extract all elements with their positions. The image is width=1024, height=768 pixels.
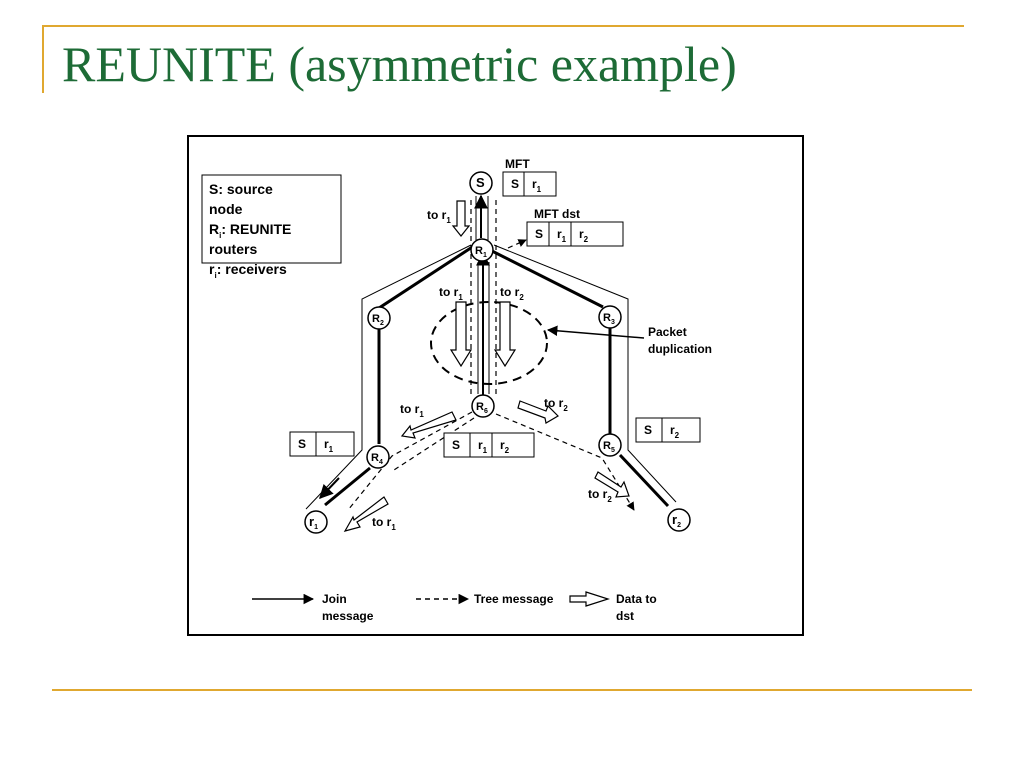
node-label-r1: R1 [475,245,487,259]
packet-duplication-label-2: duplication [648,342,712,356]
to-label-r6-right: to r2 [544,396,568,413]
packet-duplication-pointer [546,325,645,339]
node-s: S [469,171,493,195]
to-label-r6-left: to r1 [400,402,424,419]
data-arrow-bottom-left [343,496,389,532]
to-label-bottom-left: to r1 [372,515,396,532]
legend-box-line-4: ri: receivers [209,261,287,280]
to-label-mid-r2: to r2 [500,285,524,302]
node-label-r3: R3 [603,312,615,326]
table-cell-r5-table-0: S [644,423,652,437]
table-cell-r6-table-0: S [452,438,460,452]
data-arrows [343,200,630,607]
physical-links [305,196,677,510]
to-label-r5-down: to r2 [588,487,612,504]
join-arrows [319,194,490,500]
accent-line-vertical [42,25,44,93]
node-label-r2: r2 [672,512,681,529]
node-r5: R5 [598,433,622,457]
data-arrow-to-r1 [449,301,473,368]
legend-box-line-0: S: source [209,181,273,197]
legend-box-line-2: Ri: REUNITE [209,221,291,240]
table-cell-mft-s-1: r1 [532,177,542,194]
legend-box-line-1: node [209,201,243,217]
node-label-r2: R2 [372,313,384,327]
data-arrow-to-r2 [493,301,517,368]
legend-box [201,174,342,264]
table-cell-r6-table-1: r1 [478,438,488,455]
accent-line-top [42,25,964,27]
packet-duplication-ellipse [430,301,548,385]
accent-line-bottom [52,689,972,691]
table-cell-mft-dst-2: r2 [579,227,589,244]
legend-join-label-2: message [322,609,374,623]
node-label-r6: R6 [476,401,488,415]
data-arrow-r6-left [400,411,457,439]
node-r2: r2 [667,508,691,532]
legend-join-label-1: Join [322,592,347,606]
node-r3: R3 [598,305,622,329]
mft-label: MFT [505,157,530,171]
data-arrow-r5 [594,471,630,498]
node-label-r4: R4 [371,452,383,466]
node-r6: R6 [471,394,495,418]
table-cell-mft-dst-1: r1 [557,227,567,244]
table-cell-r6-table-2: r2 [500,438,510,455]
legend-box-line-3: routers [209,241,257,257]
node-label-r5: R5 [603,440,615,454]
node-label-s: S [476,175,485,190]
table-cell-r5-table-1: r2 [670,423,680,440]
to-label-layer: to r1 to r1 to r2 to r1 to r2 to r2 to r1 [372,208,612,532]
node-label-r1: r1 [309,514,318,531]
mft-dst-label: MFT dst [534,207,580,221]
node-r1: R1 [470,238,494,262]
legend-data-label-2: dst [616,609,634,623]
node-r1: r1 [304,510,328,534]
table-cell-mft-dst-0: S [535,227,543,241]
slide-title: REUNITE (asymmetric example) [62,36,737,92]
legend-tree-label: Tree message [474,592,554,606]
join-paths [324,238,670,508]
packet-duplication-label-1: Packet [648,325,687,339]
data-arrow-top [451,200,471,237]
node-r2: R2 [367,306,391,330]
to-label-top: to r1 [427,208,451,225]
to-label-mid-r1: to r1 [439,285,463,302]
legend-data-arrow [569,591,610,607]
table-cell-r4-table-0: S [298,437,306,451]
data-arrow-r6-right [517,400,559,424]
table-cell-mft-s-0: S [511,177,519,191]
node-r4: R4 [366,445,390,469]
table-cell-r4-table-1: r1 [324,437,334,454]
legend-data-label-1: Data to [616,592,657,606]
